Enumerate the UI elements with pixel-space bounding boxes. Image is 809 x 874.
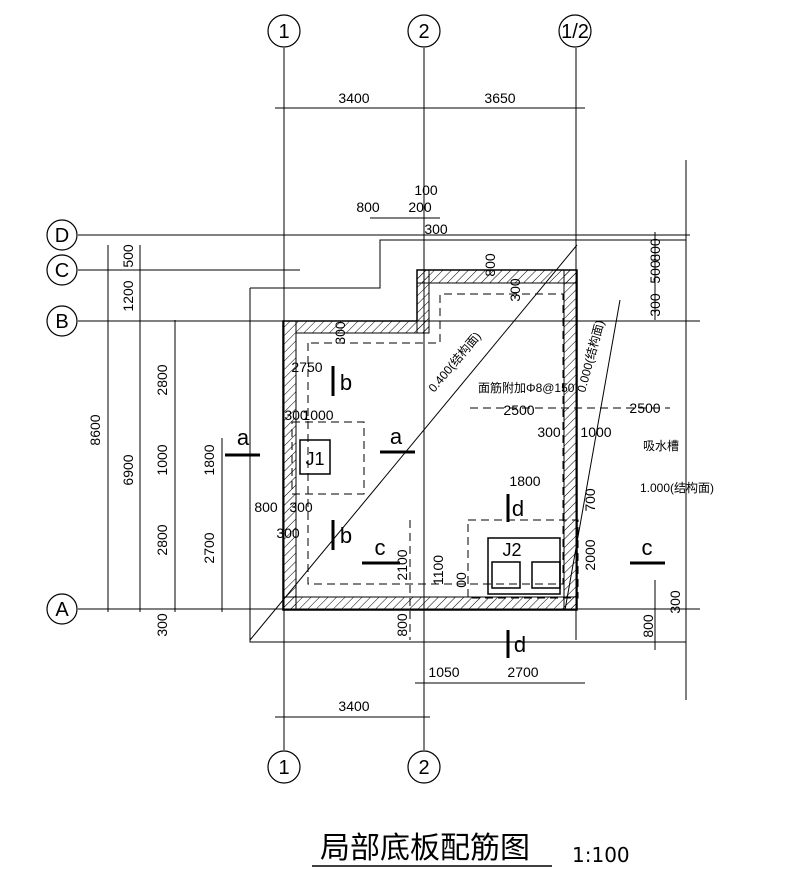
level-note-0400: 0.400(结构面) (425, 329, 484, 395)
dim-text: 500 (647, 260, 663, 284)
dim-text: 8600 (87, 414, 103, 445)
axis-label-C: C (55, 260, 69, 282)
level-note-1000: 1.000(结构面) (640, 480, 714, 495)
level-note-0000: 0.000(结构面) (573, 318, 607, 393)
dim-text: 300 (647, 293, 663, 317)
dim-text: 1100 (430, 555, 446, 585)
dim-text: 300 (332, 321, 348, 345)
dim-text: 300 (667, 590, 683, 614)
dim-text: 00 (453, 572, 469, 588)
dim-text: 500 (120, 244, 136, 268)
dim-text: 1000 (154, 444, 170, 475)
section-label-a: a (237, 425, 250, 450)
dim-text: 1000 (580, 424, 611, 440)
drawing-title: 局部底板配筋图 (320, 831, 530, 866)
dim-text: 1000 (302, 407, 333, 423)
dimension-lines (100, 107, 687, 718)
sump-note: 吸水槽 (643, 439, 679, 453)
section-label-d: d (514, 632, 526, 657)
dim-text: 3400 (338, 698, 369, 714)
dim-text: 300 (424, 221, 448, 237)
axis-label-1-bottom: 1 (278, 757, 289, 779)
dim-text: 2800 (154, 524, 170, 555)
dim-text: 2000 (582, 539, 598, 570)
grid-lines (78, 48, 700, 750)
dim-text: 1050 (428, 664, 459, 680)
dim-text: 3400 (338, 90, 369, 106)
dim-text: 2500 (503, 402, 534, 418)
dim-text: 300 (284, 407, 308, 423)
dim-text: 300 (507, 278, 523, 302)
axis-label-1-2: 1/2 (561, 21, 589, 43)
dim-text: 100 (414, 182, 438, 198)
dim-text: 800 (640, 614, 656, 638)
pits (299, 439, 561, 595)
dim-text: 6900 (120, 454, 136, 485)
dim-text: 300 (537, 424, 561, 440)
slab-walls (249, 239, 686, 643)
dim-text: 1200 (120, 280, 136, 311)
dim-text: 800 (482, 253, 498, 277)
drawing-scale: 1:100 (572, 843, 630, 867)
pit-label-j2: J2 (502, 540, 521, 560)
section-label-b: b (340, 370, 352, 395)
section-label-c: c (642, 535, 653, 560)
dim-text: 1800 (201, 444, 217, 475)
dim-text: 200 (408, 199, 432, 215)
axis-label-2-bottom: 2 (418, 757, 429, 779)
section-label-b: b (340, 523, 352, 548)
dim-text: 3650 (484, 90, 515, 106)
axis-bubbles (46, 14, 592, 784)
section-label-a: a (390, 424, 403, 449)
axis-label-D: D (55, 225, 69, 247)
pit-j2 (487, 537, 561, 595)
section-marks (225, 366, 665, 658)
pit-label-j1: J1 (305, 449, 324, 469)
dim-text: 2700 (507, 664, 538, 680)
dim-text: 2700 (201, 532, 217, 563)
rebar-note: 面筋附加Φ8@150 (478, 380, 575, 395)
dim-text: 800 (356, 199, 380, 215)
dim-text: 2100 (394, 549, 410, 580)
dashed-outlines (291, 293, 670, 640)
dim-text: 1800 (509, 473, 540, 489)
pit-j1 (299, 439, 331, 475)
axis-label-2: 2 (418, 21, 429, 43)
section-label-d: d (512, 496, 524, 521)
dim-text: 2800 (154, 364, 170, 395)
section-label-c: c (375, 535, 386, 560)
dim-text: 800 (647, 238, 663, 262)
dim-text: 300 (276, 525, 300, 541)
dim-text: 800 (254, 499, 278, 515)
axis-label-1: 1 (278, 21, 289, 43)
dim-text: 700 (582, 488, 598, 512)
dim-text: 2750 (291, 359, 322, 375)
axis-label-A: A (55, 599, 69, 621)
dim-text: 800 (394, 613, 410, 637)
axis-label-B: B (55, 311, 68, 333)
dim-text: 2500 (629, 400, 660, 416)
dim-text: 300 (154, 613, 170, 637)
dim-text: 300 (289, 499, 313, 515)
